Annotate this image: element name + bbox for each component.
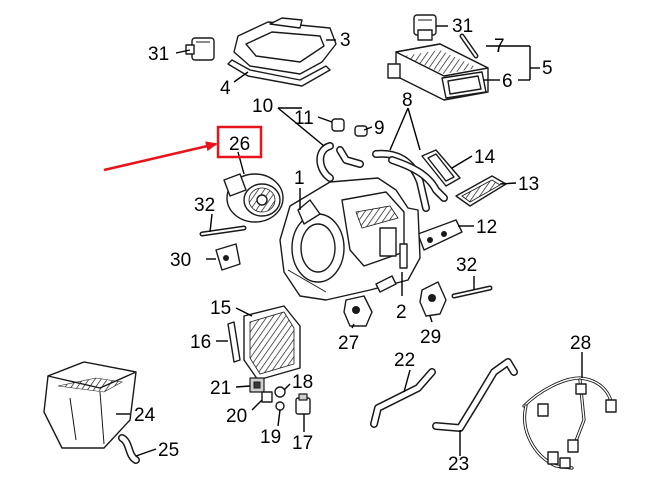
callout-17: 17 [292,433,313,454]
callout-22: 22 [394,350,415,371]
part-15-evaporator [243,305,301,381]
callout-19: 19 [260,427,281,448]
part-14-filter-frame [421,149,461,187]
callout-23: 23 [448,454,469,475]
callout-15: 15 [210,298,231,319]
part-19-washer [275,401,285,411]
highlight-box [216,125,263,159]
callout-14: 14 [474,147,496,168]
part-11-fitting [331,118,364,168]
part-25-drain-hose [118,434,140,464]
callout-11: 11 [294,108,314,129]
part-21-expansion-valve [249,377,265,393]
callout-32-left: 32 [194,195,215,216]
part-8-refrigerant-pipes [372,149,448,212]
part-32-left-rod [199,225,247,237]
callout-2: 2 [396,302,407,323]
part-12-actuator-bracket [417,219,463,251]
callout-31-right: 31 [452,16,473,37]
part-3-upper-housing-cover [233,17,337,75]
part-28-wiring-harness [522,376,617,470]
callout-31-left: 31 [148,44,169,65]
callout-3: 3 [340,30,351,51]
part-18-o-ring [274,386,286,398]
callout-10: 10 [252,96,273,117]
part-2-seal-strips [375,243,408,293]
highlight-arrow [103,141,218,172]
part-32-right-rod [451,285,493,299]
part-30-blower-resistor [215,243,241,271]
part-9-fitting [354,125,368,137]
part-10-hose [316,142,334,182]
callout-26: 26 [229,134,250,155]
callout-27: 27 [338,333,359,354]
leader-lines [116,25,583,457]
highlight [103,125,263,172]
part-26-blower-motor [223,173,284,223]
callout-8: 8 [402,90,413,111]
callout-13: 13 [518,174,539,195]
callout-25: 25 [158,440,179,461]
callout-6: 6 [502,71,513,92]
part-29-actuator [419,281,447,317]
callout-28: 28 [570,333,591,354]
part-17-sensor [295,393,311,415]
callout-32-right: 32 [456,255,477,276]
callout-9: 9 [374,118,385,139]
callout-21: 21 [210,378,231,399]
callout-12: 12 [476,217,497,238]
callout-16: 16 [190,332,211,353]
callout-20: 20 [226,406,247,427]
part-31-right-sensor [413,14,437,41]
callout-labels: 31 3 4 31 7 5 6 8 10 11 9 26 14 1 13 32 … [134,16,591,475]
part-31-left-sensor [185,37,215,61]
part-1-hvac-housing [279,177,421,301]
callout-1: 1 [294,168,305,189]
callout-7: 7 [494,36,505,57]
callout-5: 5 [542,58,553,79]
part-27-actuator [343,295,373,327]
part-20-bolt [261,391,273,403]
callout-4: 4 [220,78,231,99]
part-6-core-seal [441,71,487,99]
callout-29: 29 [420,327,441,348]
callout-30: 30 [170,250,191,271]
part-4-housing-seal [227,59,331,87]
part-22-pipe [370,368,436,428]
part-23-pipe [432,358,518,432]
callout-18: 18 [292,372,313,393]
part-16-seal-strip [227,321,241,363]
callout-24: 24 [134,405,156,426]
part-7-retaining-pin [459,33,479,59]
part-24-air-duct [43,361,137,449]
part-13-cabin-filter [455,175,507,207]
